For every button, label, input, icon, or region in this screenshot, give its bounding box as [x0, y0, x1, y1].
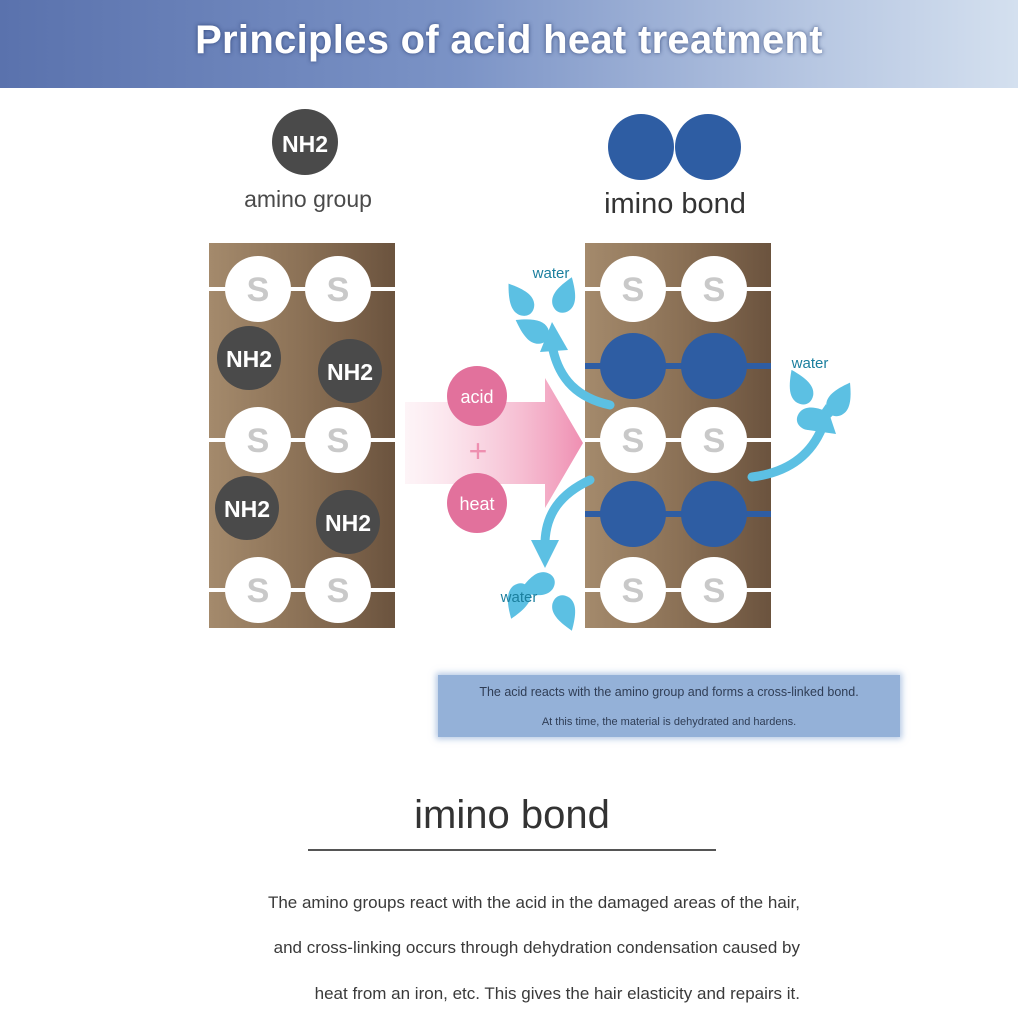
caption-box: The acid reacts with the amino group and… — [438, 675, 900, 737]
section-divider — [308, 849, 716, 851]
sulfur-atom — [600, 557, 666, 623]
page-title: Principles of acid heat treatment — [195, 18, 823, 62]
sulfur-atom — [681, 256, 747, 322]
svg-text:NH2: NH2 — [226, 346, 272, 372]
amino-group-label: amino group — [244, 186, 372, 212]
sulfur-atom — [305, 256, 371, 322]
acid-reagent: acid — [447, 366, 507, 426]
water-arrow-right — [747, 365, 860, 482]
water-label: water — [791, 355, 829, 372]
svg-text:NH2: NH2 — [325, 510, 371, 536]
sulfur-atom — [225, 256, 291, 322]
imino-bond-label: imino bond — [604, 188, 746, 220]
body-text-line: and cross-linking occurs through dehydra… — [273, 938, 800, 957]
section-title: imino bond — [414, 793, 610, 837]
svg-text:heat: heat — [459, 494, 494, 514]
sulfur-atom — [305, 407, 371, 473]
sulfur-atom — [225, 557, 291, 623]
sulfur-atom — [600, 407, 666, 473]
svg-text:NH2: NH2 — [224, 496, 270, 522]
sulfur-atom — [305, 557, 371, 623]
svg-text:acid: acid — [460, 387, 493, 407]
amino-group-node: NH2 — [316, 490, 380, 554]
amino-group-node: NH2 — [215, 476, 279, 540]
hair-strand-after — [585, 243, 771, 628]
water-label: water — [532, 265, 570, 282]
caption-line-1: The acid reacts with the amino group and… — [479, 685, 859, 699]
heat-reagent: heat — [447, 473, 507, 533]
header-banner: Principles of acid heat treatment — [0, 0, 1018, 88]
water-arrow-top — [499, 273, 615, 410]
imino-bond-node — [600, 481, 747, 547]
body-text-line: The amino groups react with the acid in … — [267, 893, 800, 912]
sulfur-atom — [600, 256, 666, 322]
water-label: water — [500, 589, 538, 606]
sulfur-atom — [225, 407, 291, 473]
caption-line-2: At this time, the material is dehydrated… — [541, 716, 797, 728]
hair-strand-before: NH2 NH2 NH2 NH2 — [209, 243, 395, 628]
body-text-line: heat from an iron, etc. This gives the h… — [314, 984, 800, 1003]
water-arrow-bottom — [500, 475, 595, 635]
imino-bond-node — [600, 333, 747, 399]
reaction-diagram: S NH2 NH2 NH2 NH2 — [209, 109, 860, 635]
svg-text:NH2: NH2 — [327, 359, 373, 385]
amino-legend-symbol: NH2 — [282, 131, 328, 157]
sulfur-atom — [681, 407, 747, 473]
imino-legend-icon — [608, 114, 741, 180]
amino-group-node: NH2 — [217, 326, 281, 390]
amino-group-node: NH2 — [318, 339, 382, 403]
plus-sign: + — [469, 433, 488, 469]
sulfur-atom — [681, 557, 747, 623]
amino-legend-icon: NH2 — [272, 109, 338, 175]
reaction-arrow — [405, 378, 583, 508]
